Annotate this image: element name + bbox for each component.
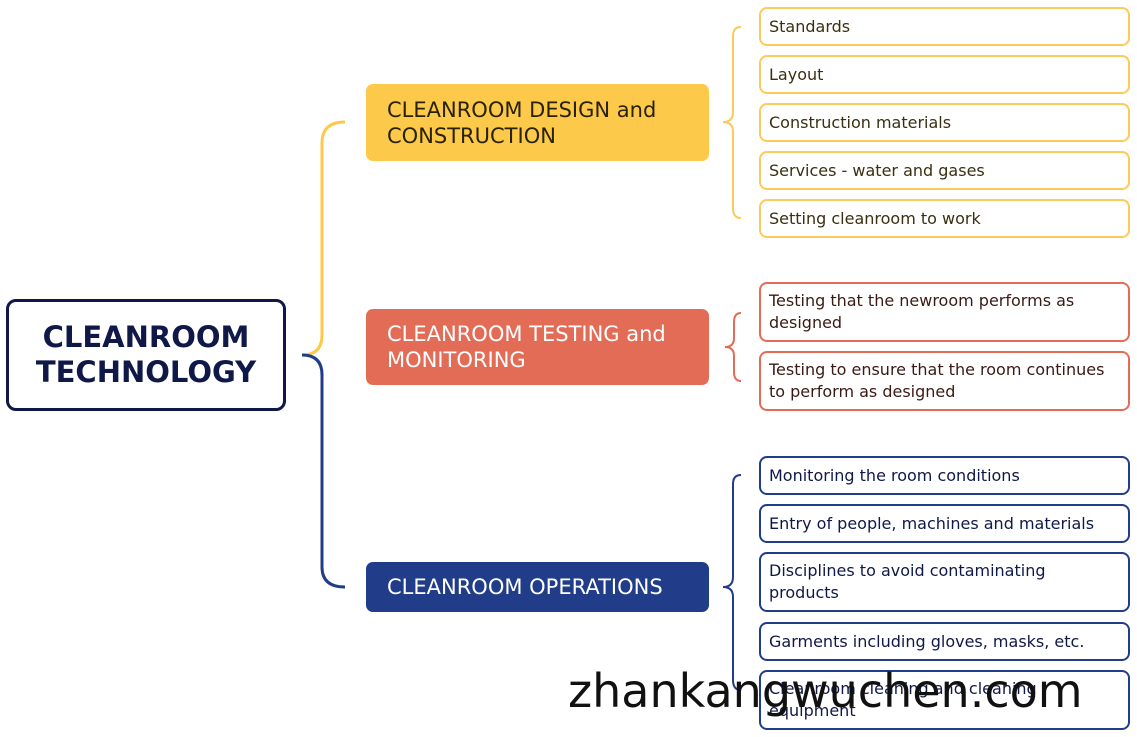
leaf-label: Entry of people, machines and materials xyxy=(769,513,1095,533)
watermark-text: zhankangwuchen.com xyxy=(568,664,1083,718)
testing-bracket xyxy=(724,312,742,382)
branch-label-line1: CLEANROOM OPERATIONS xyxy=(387,575,663,599)
branch-label-line1: CLEANROOM DESIGN and xyxy=(387,97,657,122)
leaf-label-line2: products xyxy=(769,583,839,602)
leaf-services: Services - water and gases xyxy=(759,151,1130,190)
leaf-label: Construction materials xyxy=(769,112,952,132)
leaf-label: Layout xyxy=(769,64,824,84)
leaf-label: Standards xyxy=(769,16,851,36)
operations-bracket xyxy=(722,474,742,691)
leaf-standards: Standards xyxy=(759,7,1130,46)
leaf-monitoring-conditions: Monitoring the room conditions xyxy=(759,456,1130,495)
leaf-construction-materials: Construction materials xyxy=(759,103,1130,142)
branch-testing-monitoring: CLEANROOM TESTING and MONITORING xyxy=(366,309,709,385)
leaf-testing-performs: Testing that the newroom performs as des… xyxy=(759,282,1130,342)
root-label-line2: TECHNOLOGY xyxy=(35,355,257,389)
branch-design-construction: CLEANROOM DESIGN and CONSTRUCTION xyxy=(366,84,709,161)
leaf-label: Setting cleanroom to work xyxy=(769,208,981,228)
branch-operations: CLEANROOM OPERATIONS xyxy=(366,562,709,612)
leaf-label-line1: Disciplines to avoid contaminating xyxy=(769,561,1046,580)
root-label-line1: CLEANROOM xyxy=(42,320,250,354)
root-node: CLEANROOM TECHNOLOGY xyxy=(6,299,286,411)
leaf-label-line2: to perform as designed xyxy=(769,382,956,401)
root-to-design-connector xyxy=(301,120,346,357)
leaf-garments: Garments including gloves, masks, etc. xyxy=(759,622,1130,661)
leaf-label-line1: Cleanroom cleaning and cleaning xyxy=(769,679,1037,698)
leaf-disciplines: Disciplines to avoid contaminating produ… xyxy=(759,552,1130,612)
leaf-label: Monitoring the room conditions xyxy=(769,465,1020,485)
design-bracket xyxy=(722,26,742,219)
leaf-label-line1: Testing that the newroom performs as xyxy=(769,291,1075,310)
leaf-testing-continues: Testing to ensure that the room continue… xyxy=(759,351,1130,411)
branch-label-line1: CLEANROOM TESTING and xyxy=(387,322,666,346)
leaf-label-line2: equipment xyxy=(769,701,856,720)
leaf-label-line2: designed xyxy=(769,313,843,332)
leaf-label: Services - water and gases xyxy=(769,160,985,180)
leaf-entry: Entry of people, machines and materials xyxy=(759,504,1130,543)
leaf-cleaning: Cleanroom cleaning and cleaning equipmen… xyxy=(759,670,1130,730)
leaf-setting-to-work: Setting cleanroom to work xyxy=(759,199,1130,238)
root-to-operations-connector xyxy=(301,353,346,589)
branch-label-line2: CONSTRUCTION xyxy=(387,123,556,148)
leaf-label: Garments including gloves, masks, etc. xyxy=(769,631,1085,651)
leaf-layout: Layout xyxy=(759,55,1130,94)
branch-label-line2: MONITORING xyxy=(387,348,526,372)
leaf-label-line1: Testing to ensure that the room continue… xyxy=(769,360,1105,379)
